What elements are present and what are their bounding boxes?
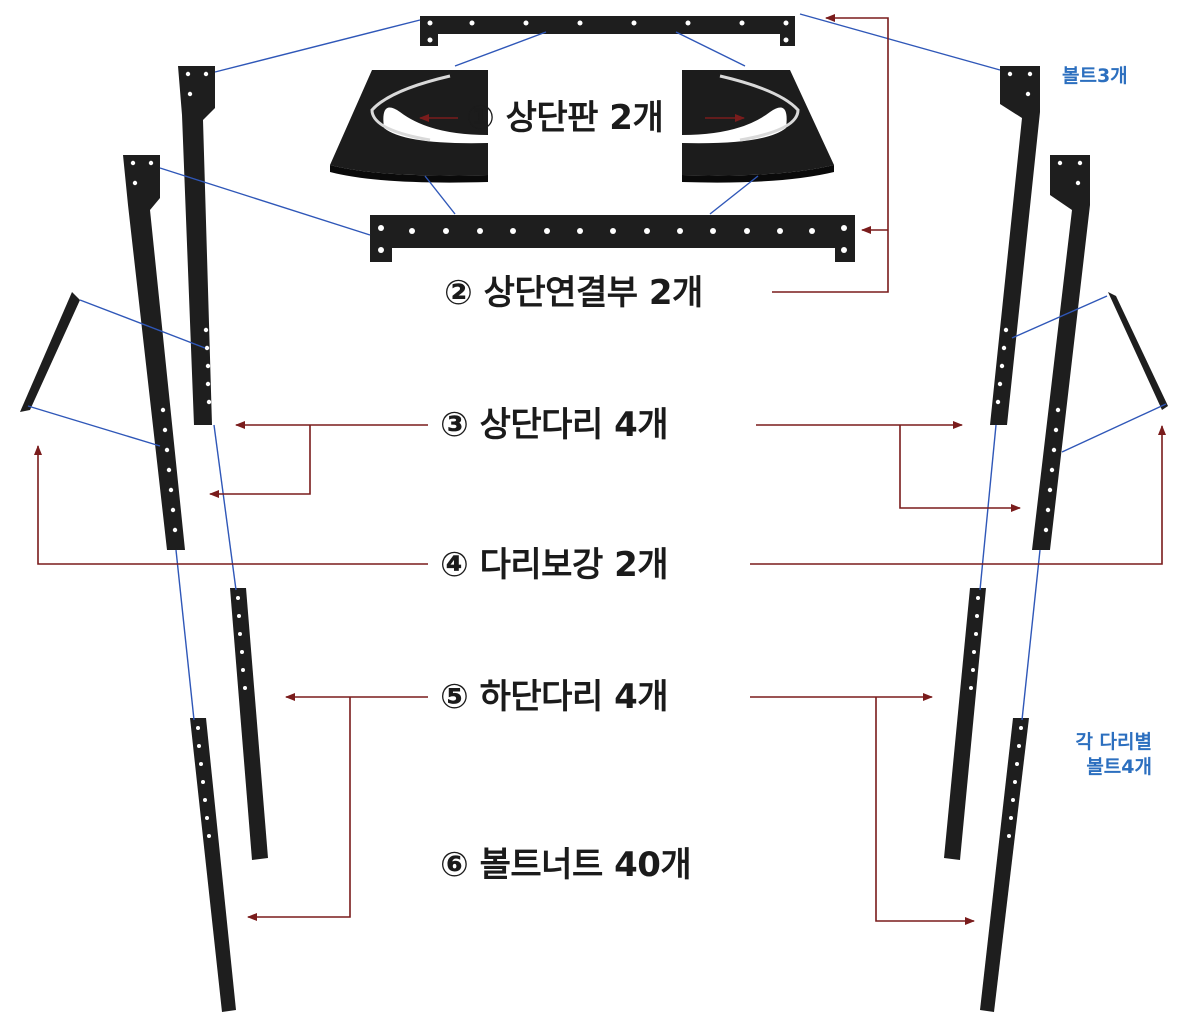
note-top-bolts: 볼트3개 (1062, 65, 1128, 87)
part-label-bolt-nut: ⑥ 볼트너트 40개 (440, 845, 692, 885)
top-connector-bar-upper (420, 16, 795, 46)
note-leg-bolts: 각 다리별 볼트4개 (1040, 730, 1152, 779)
upper-leg-left-back (123, 155, 185, 550)
lower-leg-right-back (980, 718, 1029, 1012)
part-label-top-plate: ① 상단판 2개 (466, 98, 664, 138)
leg-brace-right (1108, 292, 1168, 410)
upper-leg-right-front (990, 66, 1040, 425)
part-label-lower-leg: ⑤ 하단다리 4개 (440, 677, 669, 717)
upper-leg-left-front (178, 66, 215, 425)
callout-arrows (34, 14, 1166, 925)
part-label-leg-brace: ④ 다리보강 2개 (440, 545, 669, 585)
part-label-upper-leg: ③ 상단다리 4개 (440, 405, 669, 445)
top-connector-bar-lower (370, 215, 855, 262)
connector-lines (27, 13, 1167, 721)
lower-leg-left-front (230, 588, 268, 860)
upper-leg-right-back (1032, 155, 1090, 550)
part-label-top-connector: ② 상단연결부 2개 (444, 273, 703, 313)
top-plate-right (682, 70, 834, 183)
lower-leg-right-front (944, 588, 986, 860)
lower-leg-left-back (190, 718, 236, 1012)
note-leg-bolts-line2: 볼트4개 (1086, 755, 1152, 778)
leg-brace-left (20, 292, 80, 412)
top-plate-left (330, 70, 488, 183)
note-leg-bolts-line1: 각 다리별 (1075, 731, 1152, 753)
